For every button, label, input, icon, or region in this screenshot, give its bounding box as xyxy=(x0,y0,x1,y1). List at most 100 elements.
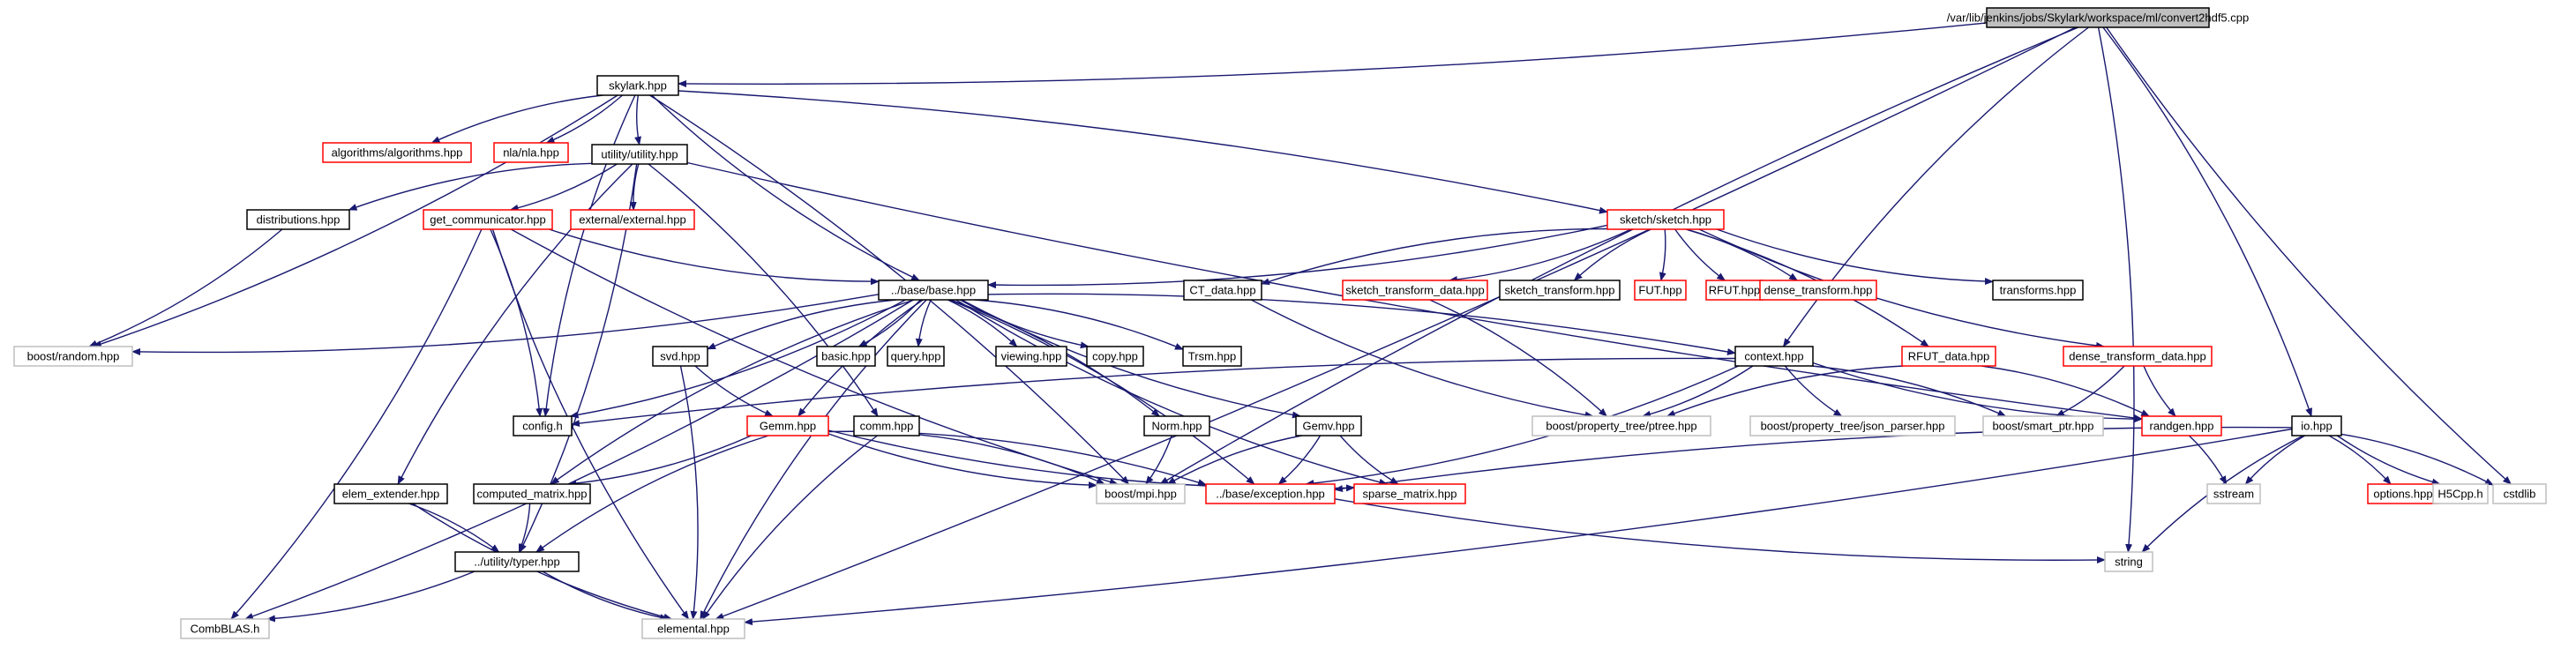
edge-st_data-to-ptree xyxy=(1429,299,1608,417)
node-box xyxy=(1634,280,1687,301)
node-algorithms: algorithms/algorithms.hpp xyxy=(322,142,472,163)
edge-root-to-cstdlib xyxy=(2106,26,2512,485)
node-box[interactable] xyxy=(652,346,708,367)
edge-skylark-to-config xyxy=(543,94,636,417)
edge-skylark-to-algorithms xyxy=(431,94,603,144)
node-box[interactable] xyxy=(1182,346,1242,367)
node-base[interactable]: ../base/base.hpp xyxy=(878,280,989,301)
edge-exception-to-string xyxy=(1334,498,2106,564)
edge-base-to-copy xyxy=(959,299,1090,349)
node-trsm[interactable]: Trsm.hpp xyxy=(1182,346,1242,367)
node-sketch: sketch/sketch.hpp xyxy=(1606,209,1725,230)
edge-comm-to-boost_mpi xyxy=(918,434,1105,485)
file-nodes: /var/lib/jenkins/jobs/Skylark/workspace/… xyxy=(13,7,2547,639)
node-label: options.hpp xyxy=(2373,487,2432,500)
node-box[interactable] xyxy=(1734,346,1814,367)
node-box[interactable] xyxy=(816,346,876,367)
edge-base-to-sparse_matrix xyxy=(955,299,1389,486)
edge-utility-to-elem_extender xyxy=(397,163,633,485)
edge-randgen-to-sstream xyxy=(2188,435,2228,485)
node-basic[interactable]: basic.hpp xyxy=(816,346,876,367)
node-context[interactable]: context.hpp xyxy=(1734,346,1814,367)
edge-base-to-config xyxy=(569,299,906,419)
edge-skylark-to-sketch xyxy=(678,90,1608,214)
node-label: comm.hpp xyxy=(860,419,914,432)
node-ct-data[interactable]: CT_data.hpp xyxy=(1183,280,1262,301)
node-label: boost/random.hpp xyxy=(27,349,120,362)
node-box[interactable] xyxy=(878,280,989,301)
node-box[interactable] xyxy=(1183,280,1262,301)
edge-base-to-trsm xyxy=(974,299,1184,350)
node-label: context.hpp xyxy=(1744,349,1803,362)
node-box[interactable] xyxy=(853,415,920,436)
edge-base-to-computed_matrix xyxy=(550,299,915,485)
dependency-edges xyxy=(88,22,2512,626)
edge-context-to-smart_ptr xyxy=(1811,365,2007,417)
node-viewing[interactable]: viewing.hpp xyxy=(995,346,1067,367)
node-box xyxy=(2492,483,2547,504)
node-gemm: Gemm.hpp xyxy=(746,415,829,436)
node-box xyxy=(1759,280,1877,301)
node-box[interactable] xyxy=(591,144,688,165)
node-box[interactable] xyxy=(473,483,591,504)
node-gemv[interactable]: Gemv.hpp xyxy=(1295,415,1362,436)
node-box xyxy=(1205,483,1336,504)
edge-utility-to-distributions xyxy=(348,162,593,211)
node-typer[interactable]: ../utility/typer.hpp xyxy=(454,551,580,572)
edge-get_comm-to-combblas xyxy=(230,228,483,620)
node-box[interactable] xyxy=(995,346,1067,367)
node-box xyxy=(2432,483,2489,504)
node-label: transforms.hpp xyxy=(2000,283,2077,296)
node-box[interactable] xyxy=(246,209,350,230)
node-svd[interactable]: svd.hpp xyxy=(652,346,708,367)
node-box xyxy=(641,618,745,639)
node-box xyxy=(2063,346,2213,367)
node-query[interactable]: query.hpp xyxy=(887,346,945,367)
node-label: /var/lib/jenkins/jobs/Skylark/workspace/… xyxy=(1947,11,2249,24)
edge-utility-to-external xyxy=(629,163,640,211)
node-st[interactable]: sketch_transform.hpp xyxy=(1499,280,1621,301)
edge-io-to-cstdlib xyxy=(2340,433,2494,486)
node-box[interactable] xyxy=(1992,280,2084,301)
node-box[interactable] xyxy=(1143,415,1210,436)
node-copy[interactable]: copy.hpp xyxy=(1086,346,1144,367)
node-box[interactable] xyxy=(887,346,945,367)
node-distributions[interactable]: distributions.hpp xyxy=(246,209,350,230)
node-dense-transform: dense_transform.hpp xyxy=(1759,280,1877,301)
node-computed-matrix[interactable]: computed_matrix.hpp xyxy=(473,483,591,504)
node-comm[interactable]: comm.hpp xyxy=(853,415,920,436)
node-label: FUT.hpp xyxy=(1638,283,1681,296)
node-norm[interactable]: Norm.hpp xyxy=(1143,415,1210,436)
node-label: CT_data.hpp xyxy=(1189,283,1255,296)
node-io[interactable]: io.hpp xyxy=(2291,415,2342,436)
node-box[interactable] xyxy=(333,483,448,504)
node-box[interactable] xyxy=(1986,7,2210,28)
node-box[interactable] xyxy=(1295,415,1362,436)
node-label: sparse_matrix.hpp xyxy=(1363,487,1457,500)
node-smart-ptr: boost/smart_ptr.hpp xyxy=(1982,415,2104,436)
edge-context-to-config xyxy=(571,357,1736,428)
edge-skylark-to-boost_random xyxy=(92,94,618,347)
node-box[interactable] xyxy=(2291,415,2342,436)
node-box[interactable] xyxy=(1499,280,1621,301)
node-box xyxy=(1096,483,1186,504)
node-config[interactable]: config.h xyxy=(513,415,573,436)
node-label: sketch/sketch.hpp xyxy=(1620,213,1711,226)
edge-utility-to-randgen xyxy=(686,161,2143,421)
node-box[interactable] xyxy=(454,551,580,572)
edge-gemv-to-sparse_matrix xyxy=(1339,435,1399,485)
node-ptree: boost/property_tree/ptree.hpp xyxy=(1531,415,1711,436)
edge-distributions-to-boost_random xyxy=(88,228,283,347)
node-skylark[interactable]: skylark.hpp xyxy=(596,75,679,96)
node-transforms[interactable]: transforms.hpp xyxy=(1992,280,2084,301)
node-label: get_communicator.hpp xyxy=(430,213,546,226)
node-label: basic.hpp xyxy=(821,349,871,362)
node-box[interactable] xyxy=(596,75,679,96)
node-label: boost/mpi.hpp xyxy=(1105,487,1177,500)
node-box[interactable] xyxy=(1086,346,1144,367)
node-utility[interactable]: utility/utility.hpp xyxy=(591,144,688,165)
node-box[interactable] xyxy=(513,415,573,436)
node-elem-extender[interactable]: elem_extender.hpp xyxy=(333,483,448,504)
node-root[interactable]: /var/lib/jenkins/jobs/Skylark/workspace/… xyxy=(1947,7,2249,28)
